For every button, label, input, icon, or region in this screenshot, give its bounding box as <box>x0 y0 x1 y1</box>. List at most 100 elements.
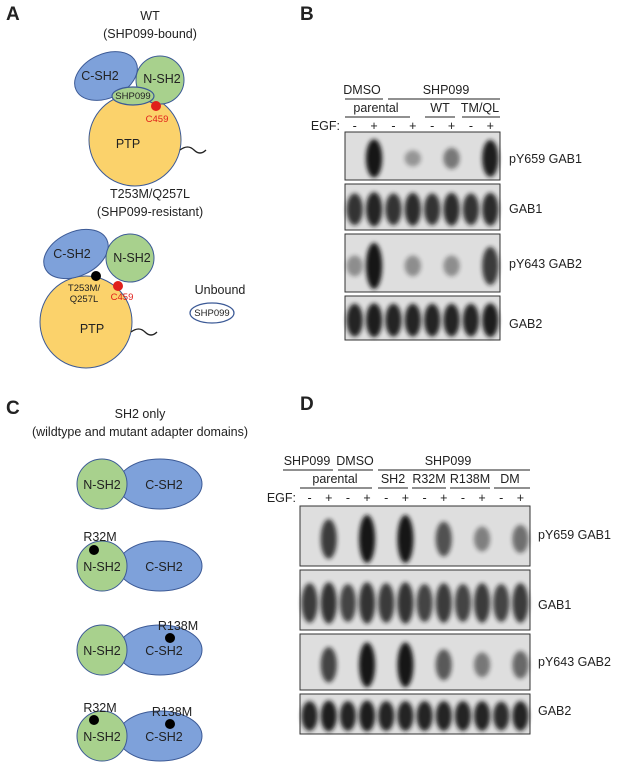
d-egf-sign-lane-4: + <box>363 491 370 505</box>
unbound-drug-shape <box>189 302 235 324</box>
b-band-strip2-lane3 <box>385 193 402 226</box>
d-band-strip2-lane8 <box>435 583 452 623</box>
b-band-strip1-lane4 <box>404 150 421 167</box>
wt-drug-label: SHP099 <box>115 91 150 102</box>
b-egf-sign-lane-6: + <box>448 119 455 133</box>
b-band-strip3-lane1 <box>346 255 363 277</box>
c2-csh2-label: C-SH2 <box>145 560 183 574</box>
b-egf-sign-lane-5: - <box>430 119 434 133</box>
b-band-strip2-lane2 <box>365 192 383 227</box>
d-egf-sign-lane-2: + <box>325 491 332 505</box>
d-egf-sign-lane-9: - <box>461 491 465 505</box>
d-band-strip2-lane11 <box>493 583 510 623</box>
c4-r138m-dot <box>165 719 175 729</box>
d-band-strip4-lane10 <box>474 701 491 731</box>
d-band-strip4-lane7 <box>416 701 433 731</box>
d-band-strip1-lane2 <box>320 519 337 559</box>
d-r138m-label: R138M <box>450 472 490 486</box>
wt-tail <box>179 146 207 154</box>
panel-d: D SHP099 DMSO SHP099 parental SH2 R32M R… <box>267 394 611 735</box>
d-band-strip2-lane3 <box>339 583 356 623</box>
b-band-strip3-lane4 <box>404 255 421 277</box>
wt-csh2-label: C-SH2 <box>81 69 119 83</box>
b-egf-label: EGF: <box>311 119 340 133</box>
b-shp099-label: SHP099 <box>423 83 470 97</box>
wt-c459-label: C459 <box>146 114 169 125</box>
c3-csh2-label: C-SH2 <box>145 644 183 658</box>
mut-tail <box>130 328 158 336</box>
c-construct-wildtype <box>76 458 203 510</box>
d-egf-signs: -+-+-+-+-+-+ <box>307 491 524 505</box>
d-band-strip1-lane6 <box>397 515 414 563</box>
d-band-strip3-lane6 <box>397 642 414 688</box>
d-band-strip2-lane12 <box>512 583 529 623</box>
d-blot-label-3: pY643 GAB2 <box>538 655 611 669</box>
b-egf-sign-lane-1: - <box>353 119 357 133</box>
d-band-strip4-lane3 <box>339 701 356 731</box>
panel-b-letter: B <box>300 4 314 25</box>
d-egf-sign-lane-3: - <box>346 491 350 505</box>
wt-ptp-label: PTP <box>116 137 140 151</box>
b-tmql-label: TM/QL <box>461 101 499 115</box>
c1-nsh2-domain <box>76 458 128 510</box>
d-sh2-label: SH2 <box>381 472 405 486</box>
d-shp099-left-label: SHP099 <box>284 454 331 468</box>
b-band-strip4-lane5 <box>424 303 441 337</box>
d-band-strip1-lane10 <box>474 526 491 552</box>
mut-nsh2-domain <box>105 233 155 283</box>
mut-csh2-label: C-SH2 <box>53 247 91 261</box>
d-blot-label-2: GAB1 <box>538 598 571 612</box>
mut-c459-dot <box>113 281 123 291</box>
d-band-strip2-lane2 <box>320 582 337 624</box>
b-band-strip1-lane8 <box>482 139 499 177</box>
b-band-strip3-lane8 <box>482 246 499 286</box>
b-band-strip4-lane8 <box>482 303 499 338</box>
wt-nsh2-label: N-SH2 <box>143 72 181 86</box>
wt-protein-diagram <box>74 51 207 187</box>
b-band-strip2-lane1 <box>346 193 363 226</box>
d-egf-sign-lane-12: + <box>517 491 524 505</box>
unbound-drug-label: SHP099 <box>194 308 229 319</box>
d-band-strip2-lane6 <box>397 582 414 624</box>
panel-a: A WT (SHP099-bound) C-SH2 N-SH2 SHP099 C… <box>6 4 245 369</box>
b-band-strip1-lane2 <box>365 139 383 178</box>
d-dm-label: DM <box>500 472 519 486</box>
wt-title: WT <box>140 9 160 23</box>
c4-nsh2-domain <box>76 710 128 762</box>
d-strip-3 <box>299 633 531 691</box>
c-construct-double-mutant <box>76 710 203 762</box>
d-egf-sign-lane-6: + <box>402 491 409 505</box>
d-band-strip4-lane1 <box>301 701 318 731</box>
mut-label-line2: Q257L <box>70 294 99 305</box>
c-construct-r138m <box>76 624 203 676</box>
blot-b <box>344 131 501 341</box>
c2-r32m-label: R32M <box>83 530 116 544</box>
c4-csh2-label: C-SH2 <box>145 730 183 744</box>
panel-b: B DMSO SHP099 parental WT TM/QL EGF: -+-… <box>300 4 582 341</box>
d-band-strip4-lane5 <box>378 701 395 731</box>
mut-ptp-domain <box>39 275 133 369</box>
b-band-strip4-lane4 <box>404 303 421 337</box>
d-egf-label: EGF: <box>267 491 296 505</box>
d-band-strip3-lane2 <box>320 647 337 683</box>
c-title: SH2 only <box>115 407 166 421</box>
mut-t253m-dot <box>91 271 101 281</box>
b-band-strip2-lane8 <box>482 192 499 226</box>
c1-csh2-label: C-SH2 <box>145 478 183 492</box>
d-band-strip2-lane10 <box>474 583 491 623</box>
b-band-strip3-lane2 <box>365 242 383 290</box>
b-parental-label: parental <box>353 101 398 115</box>
d-egf-sign-lane-5: - <box>384 491 388 505</box>
d-band-strip4-lane6 <box>397 701 414 731</box>
mut-nsh2-label: N-SH2 <box>113 251 151 265</box>
b-band-strip4-lane6 <box>443 303 460 337</box>
b-band-strip2-lane4 <box>404 192 421 226</box>
b-band-strip3-lane6 <box>443 255 460 277</box>
b-egf-sign-lane-4: + <box>409 119 416 133</box>
b-band-strip4-lane3 <box>385 303 402 337</box>
d-band-strip2-lane1 <box>301 583 318 623</box>
b-dmso-label: DMSO <box>343 83 381 97</box>
b-blot-label-2: GAB1 <box>509 202 542 216</box>
d-strip-1 <box>299 505 531 567</box>
c4-r32m-dot <box>89 715 99 725</box>
